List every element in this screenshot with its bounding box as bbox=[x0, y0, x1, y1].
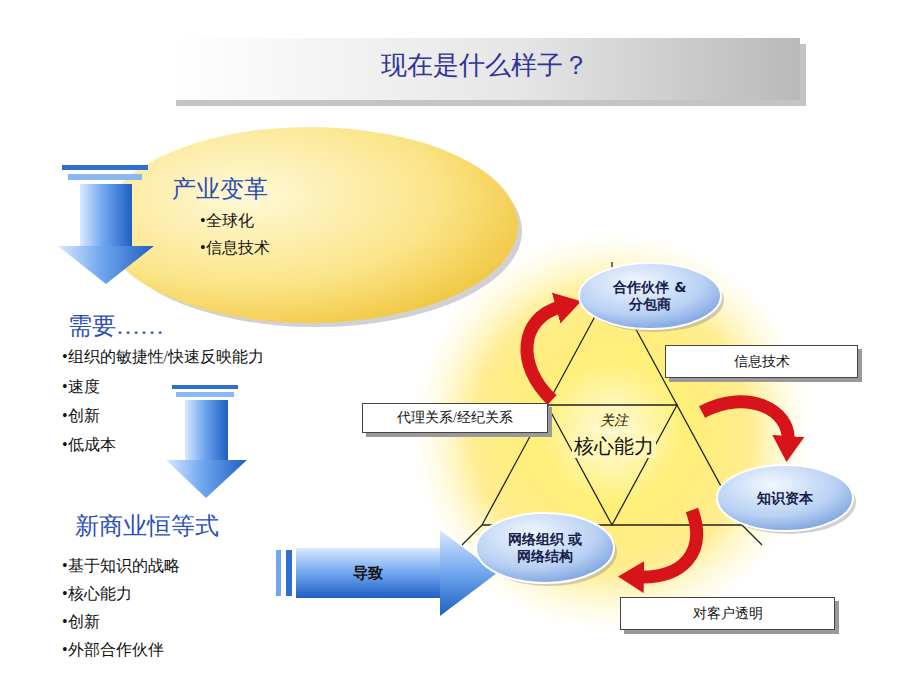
bullet-item: •组织的敏捷性/快速反映能力 bbox=[62, 347, 264, 366]
bullet-item: •核心能力 bbox=[62, 584, 132, 603]
label-box: 代理关系/经纪关系 bbox=[362, 403, 548, 433]
lead-arrow bbox=[276, 530, 497, 616]
ellipse-region: 产业变革 •全球化 •信息技术 bbox=[100, 125, 520, 325]
ellipse-node: 合作伙伴 & 分包商 bbox=[577, 261, 723, 331]
node-label: 知识资本 bbox=[757, 490, 813, 507]
arrow-label: 导致 bbox=[353, 564, 383, 582]
node-label: 合作伙伴 & 分包商 bbox=[611, 279, 689, 313]
ellipse-node: 网络组织 或网络结构 bbox=[474, 511, 616, 585]
box-label: 对客户透明 bbox=[693, 605, 763, 623]
region-heading: 产业变革 bbox=[172, 173, 268, 205]
bullet-item: •创新 bbox=[62, 612, 100, 631]
bullet-item: •全球化 bbox=[200, 211, 254, 232]
down-arrow bbox=[58, 165, 154, 284]
bullet-item: •信息技术 bbox=[200, 238, 270, 259]
center-label: 关注 bbox=[598, 413, 630, 430]
bullet-item: •基于知识的战略 bbox=[62, 556, 180, 575]
page-title: 现在是什么样子？ bbox=[170, 50, 800, 81]
down-arrow bbox=[166, 385, 247, 498]
bullet-item: •外部合作伙伴 bbox=[62, 640, 164, 659]
bullet-item: •创新 bbox=[62, 406, 100, 425]
bullet-item: •低成本 bbox=[62, 435, 116, 454]
section-heading: 新商业恒等式 bbox=[75, 512, 219, 541]
title-banner bbox=[170, 38, 800, 100]
ellipse-shape bbox=[100, 125, 520, 325]
section-heading: 需要…… bbox=[68, 312, 164, 341]
ellipse-node: 知识资本 bbox=[715, 463, 855, 533]
box-label: 代理关系/经纪关系 bbox=[397, 409, 513, 427]
center-label: 核心能力 bbox=[572, 434, 656, 458]
label-box: 对客户透明 bbox=[620, 597, 835, 630]
bullet-item: •速度 bbox=[62, 377, 100, 396]
box-label: 信息技术 bbox=[734, 353, 790, 371]
node-label: 网络组织 或网络结构 bbox=[506, 531, 584, 565]
label-box: 信息技术 bbox=[665, 345, 858, 378]
